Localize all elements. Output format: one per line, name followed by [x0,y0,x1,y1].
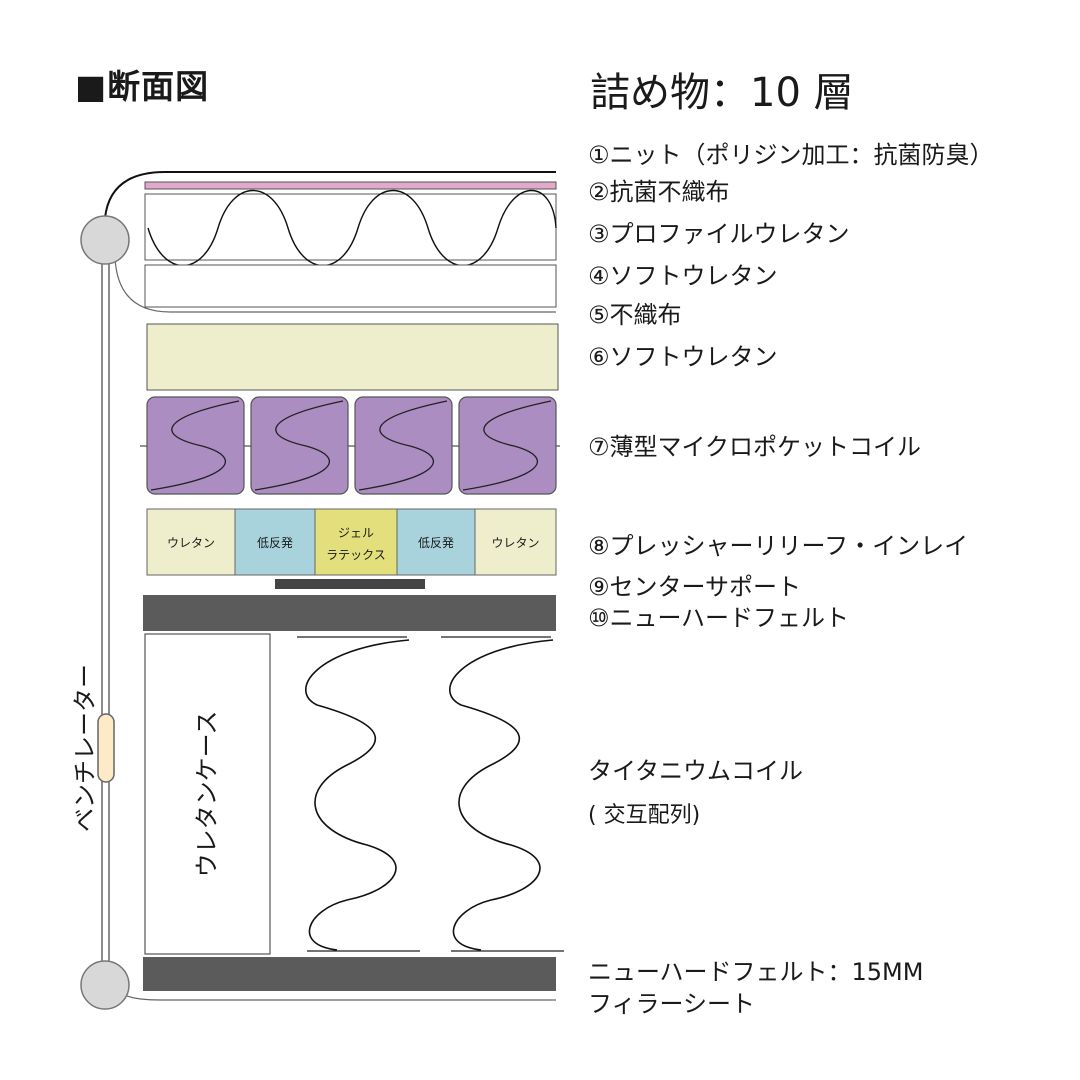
pocket-spring-icon [462,400,552,491]
titanium-spring-icon [449,639,554,951]
cover-inner-outline [114,257,556,313]
inlay-cell-label: ラテックス [326,548,386,562]
pocket-coil-group [146,396,557,495]
layer-label-5: ⑤不織布 [588,301,682,329]
inlay-cell-label: ウレタン [491,536,539,550]
layer-soft-urethane-2 [146,323,559,391]
layer-label-1: ①ニット（ポリジン加工：抗菌防臭） [588,141,994,169]
titanium-coil-group [297,636,564,952]
layer-knit [144,181,557,190]
inlay-cell-label: 低反発 [257,536,293,550]
bottom-felt-label: ニューハードフェルト：15MM [588,958,924,986]
layer-label-7: ⑦薄型マイクロポケットコイル [588,433,922,461]
inlay-cell [146,508,236,576]
urethane-case-label: ウレタンケース [193,711,221,878]
layer-label-8: ⑧プレッシャーリリーフ・インレイ [588,532,969,560]
inlay-cell-label: ジェル [338,526,374,540]
pocket-spring-icon [254,400,344,491]
layer-soft-urethane-1 [144,264,557,308]
inlay-cell [314,508,398,576]
titanium-spring-icon [305,639,410,951]
titanium-coil-note: ( 交互配列) [588,803,701,828]
inlay-cell [474,508,557,576]
inlay-cell [396,508,476,576]
urethane-case [144,633,271,955]
layer-label-9: ⑨センターサポート [588,573,802,601]
layer-label-6: ⑥ソフトウレタン [588,343,778,371]
grommet-top [80,215,130,265]
pocket-spring-icon [150,400,240,491]
pocket-coil-cell [354,396,453,495]
center-support-bar [275,579,425,589]
cover-top-outline [104,171,556,219]
layer-label-10: ⑩ニューハードフェルト [588,604,850,632]
layer-label-3: ③プロファイルウレタン [588,220,850,248]
filler-sheet-label: フィラーシート [588,990,756,1018]
inlay-cell [234,508,316,576]
pocket-coil-cell [250,396,349,495]
ventilator-part [97,713,115,783]
inlay-cell-label: 低反発 [418,536,454,550]
pocket-coil-cell [458,396,557,495]
grommet-bottom [80,960,130,1010]
inlay-cell-label: ウレタン [167,536,215,550]
titanium-coil-label: タイタニウムコイル [588,757,804,785]
hard-felt-bottom [143,957,556,991]
layer-label-2: ②抗菌不織布 [588,178,730,206]
layer-profile-urethane [144,193,557,261]
ventilator-label: ベンチレーター [71,664,99,832]
cover-bottom-outline [117,989,556,1001]
pocket-coil-cell [146,396,245,495]
section-title: ■断面図 [75,67,210,106]
profile-wave [147,189,557,266]
layer-label-4: ④ソフトウレタン [588,262,778,290]
hard-felt-top [143,595,556,631]
pocket-spring-icon [358,400,448,491]
fill-title: 詰め物：10 層 [590,70,854,116]
